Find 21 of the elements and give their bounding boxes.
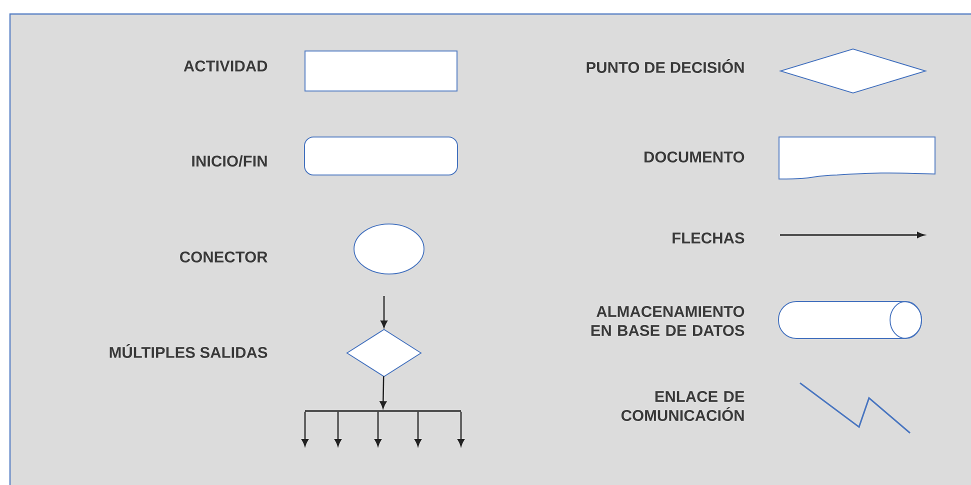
symbol-label: DOCUMENTO [644, 152, 744, 162]
arrow [374, 412, 382, 446]
symbol-label: ACTIVIDAD [184, 60, 268, 72]
terminal-box [304, 136, 458, 176]
symbol-label: MÚLTIPLES SALIDAS [110, 344, 268, 358]
arrow [380, 296, 388, 328]
symbol-label: PUNTO DE DECISIÓN [586, 59, 744, 73]
symbol-label: INICIO/FIN [192, 155, 267, 167]
connector-circle [354, 224, 424, 274]
symbol-label: CONECTOR [180, 252, 268, 262]
symbol-label: ALMACENAMIENTO EN BASE DE DATOS [591, 306, 744, 336]
arrow [302, 412, 308, 446]
arrow [458, 412, 464, 446]
process-box [304, 50, 458, 92]
arrow [414, 412, 422, 446]
symbol-label: FLECHAS [672, 232, 744, 244]
symbol-label: ENLACE DE COMUNICACIÓN [621, 391, 744, 421]
document-shape [778, 136, 936, 180]
arrow [380, 376, 387, 409]
arrow [334, 412, 342, 446]
database-cylinder [778, 301, 922, 339]
